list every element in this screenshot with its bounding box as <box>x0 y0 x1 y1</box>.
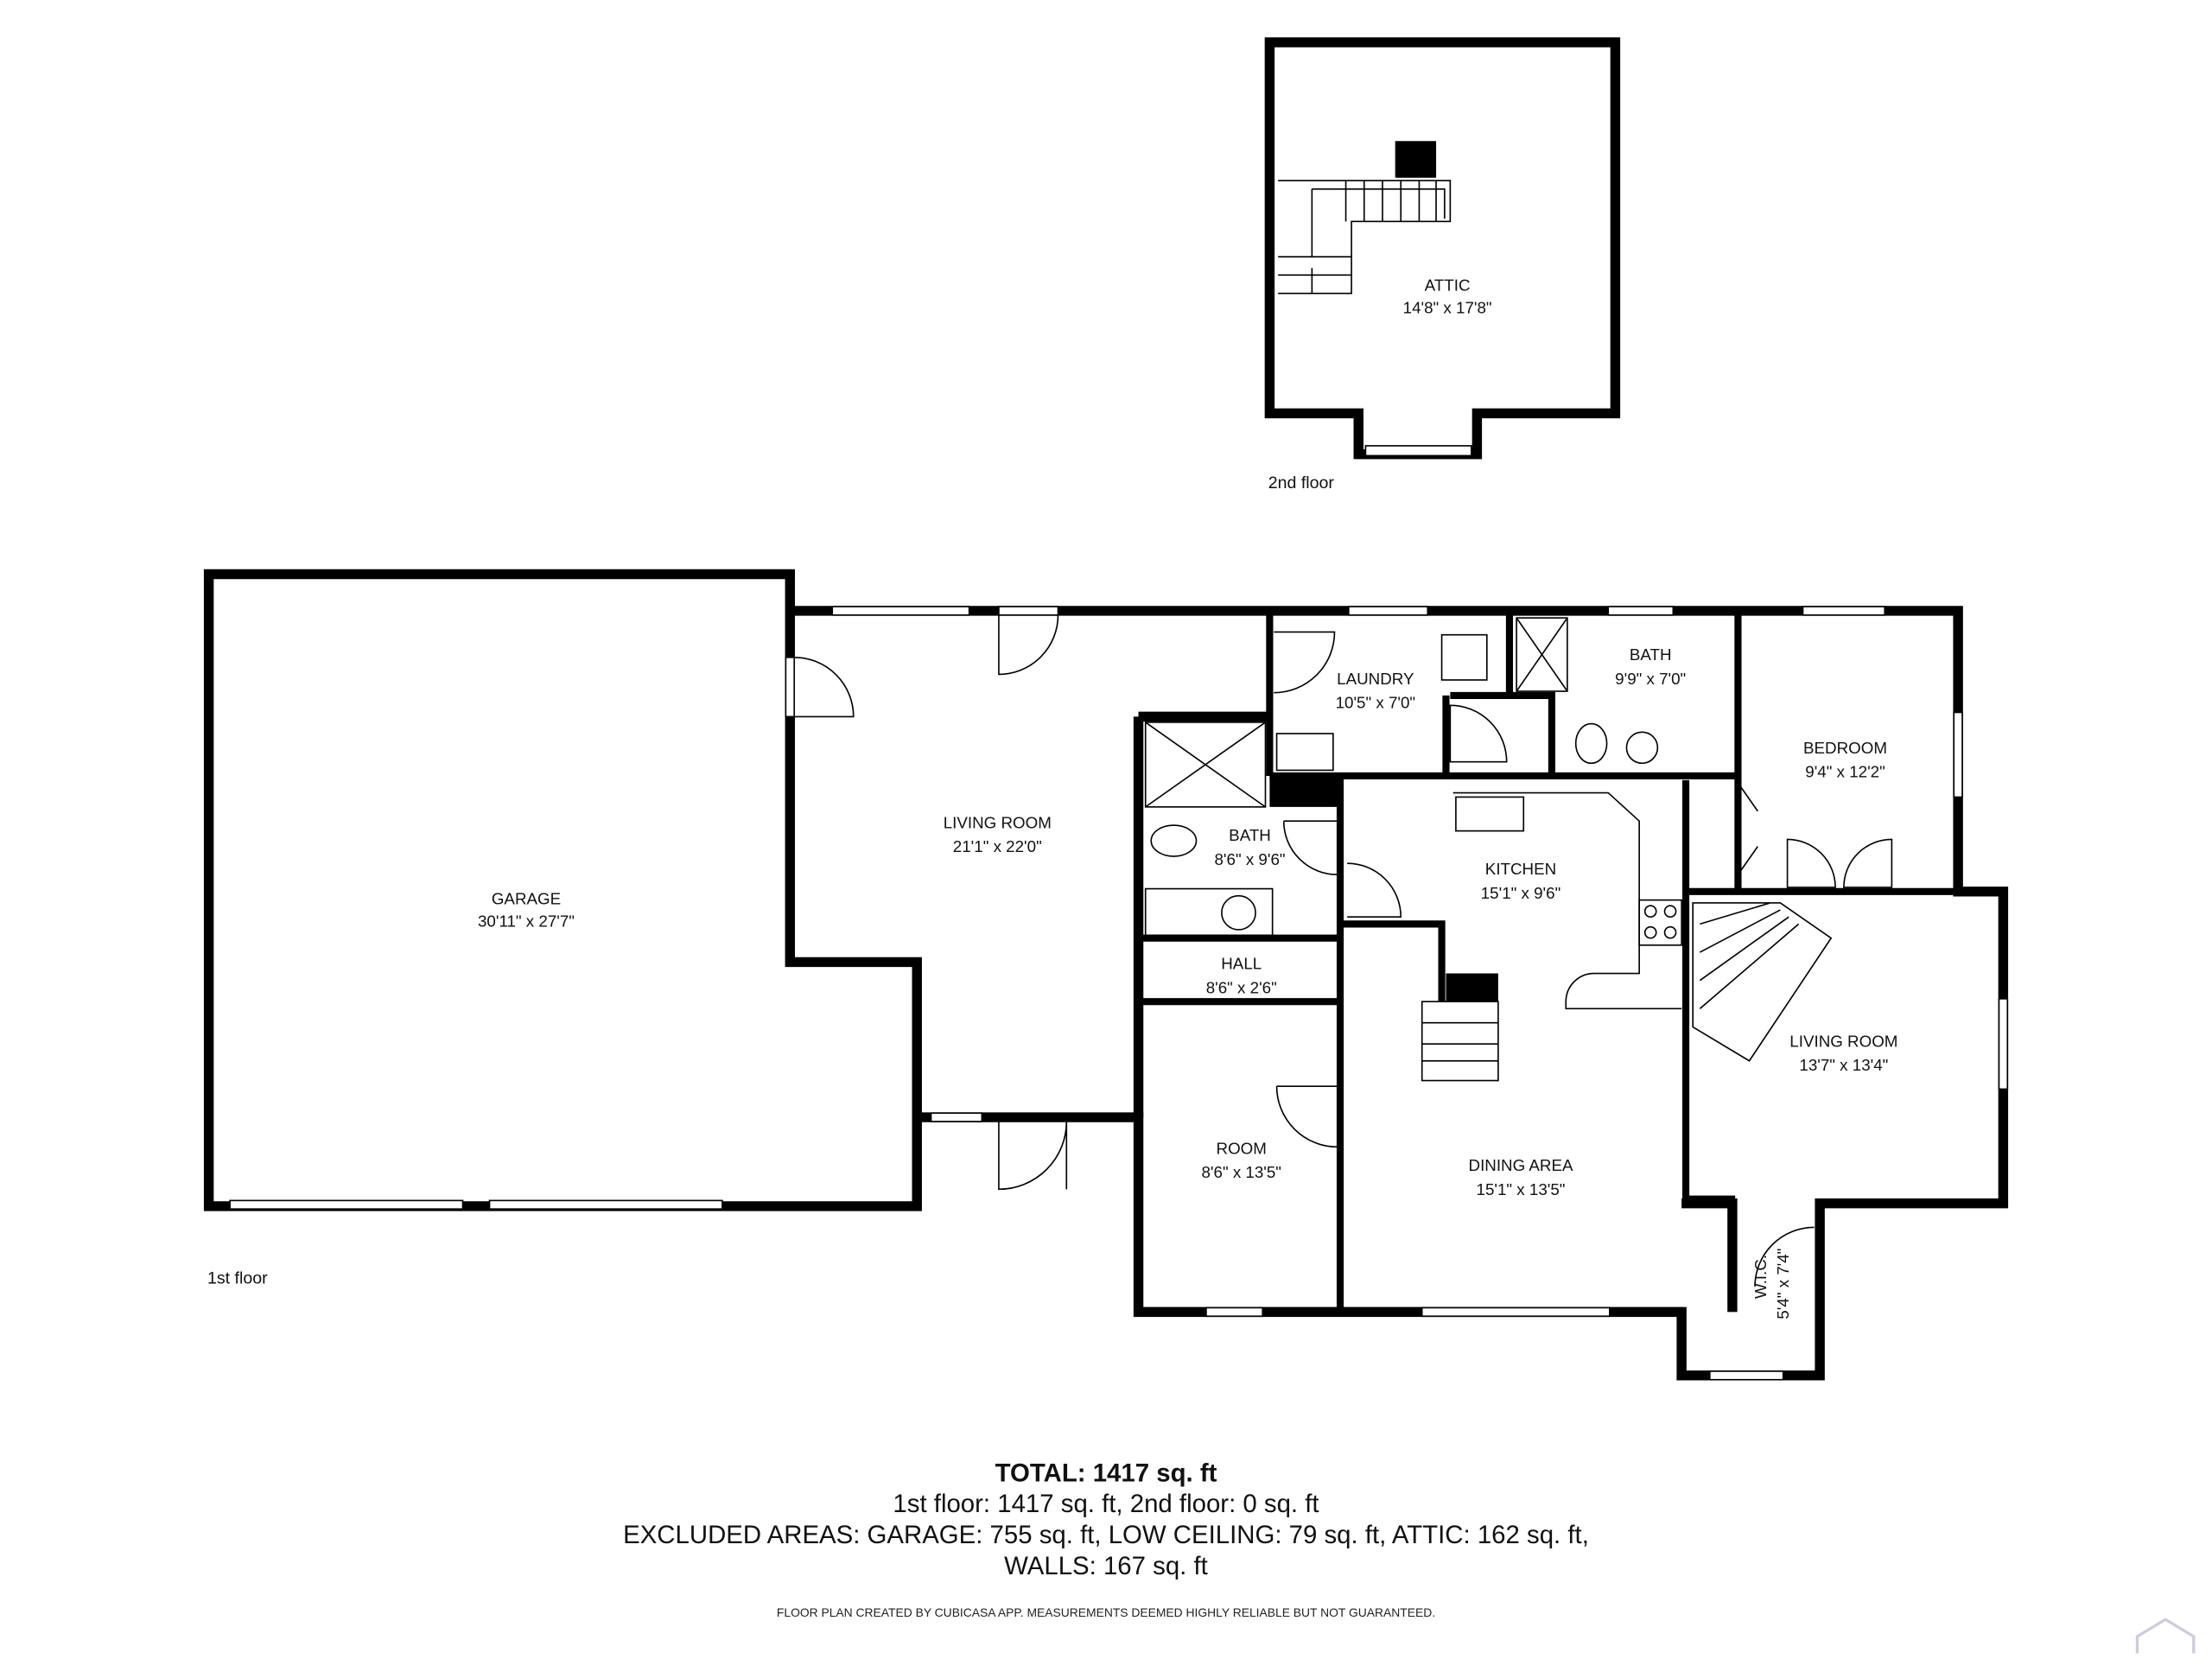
attic-stairs <box>1278 180 1452 295</box>
fixtures <box>1144 617 1833 1082</box>
room-name-attic: ATTIC <box>1425 276 1471 294</box>
room-size: 9'4" x 12'2" <box>1805 763 1885 781</box>
room-name: LAUNDRY <box>1337 670 1414 688</box>
room-size: 30'11" x 27'7" <box>478 912 575 931</box>
room-size: 8'6" x 13'5" <box>1201 1163 1281 1181</box>
room-name: ROOM <box>1217 1140 1267 1158</box>
room-size: 15'1" x 9'6" <box>1481 884 1560 902</box>
room-size: 13'7" x 13'4" <box>1799 1056 1888 1074</box>
garage-door <box>488 1199 723 1210</box>
first-floor-plan: GARAGE 30'11" x 27'7" LIVING ROOM 21'1" … <box>203 569 2009 1381</box>
room-name: KITCHEN <box>1485 860 1556 878</box>
garage-walls <box>203 569 922 1211</box>
room-size: 9'9" x 7'0" <box>1615 670 1686 688</box>
floor-label-1st: 1st floor <box>207 1269 268 1288</box>
garage-door <box>229 1199 464 1210</box>
room-size: 5'4" x 7'4" <box>1774 1249 1792 1319</box>
room-size: 10'5" x 7'0" <box>1336 694 1415 712</box>
room-name: BATH <box>1630 645 1672 664</box>
room-name: LIVING ROOM <box>1789 1032 1897 1050</box>
window <box>1364 445 1472 457</box>
disclaimer: FLOOR PLAN CREATED BY CUBICASA APP. MEAS… <box>777 1605 1435 1619</box>
room-name: HALL <box>1221 955 1262 973</box>
room-name: GARAGE <box>492 890 561 908</box>
excluded-areas: EXCLUDED AREAS: GARAGE: 755 sq. ft, LOW … <box>623 1521 1589 1549</box>
room-name: BEDROOM <box>1803 739 1887 757</box>
room-size: 21'1" x 22'0" <box>953 837 1042 855</box>
chimney <box>1395 141 1437 178</box>
room-name: BATH <box>1229 826 1271 844</box>
windows <box>785 606 2009 1381</box>
room-size: 15'1" x 13'5" <box>1477 1180 1566 1198</box>
floors-area: 1st floor: 1417 sq. ft, 2nd floor: 0 sq.… <box>893 1490 1319 1518</box>
total-area: TOTAL: 1417 sq. ft <box>995 1459 1217 1487</box>
walls-area: WALLS: 167 sq. ft <box>1004 1552 1208 1580</box>
area-summary: TOTAL: 1417 sq. ft 1st floor: 1417 sq. f… <box>623 1459 1589 1619</box>
room-name: DINING AREA <box>1469 1156 1573 1174</box>
room-size: 8'6" x 2'6" <box>1206 978 1277 996</box>
second-floor-plan: ATTIC 14'8" x 17'8" 2nd floor <box>1264 37 1621 493</box>
room-name: W.I.C. <box>1751 1255 1770 1299</box>
logo-icon <box>2135 1618 2196 1654</box>
room-size-attic: 14'8" x 17'8" <box>1403 298 1492 316</box>
doors <box>794 614 1893 1287</box>
floor-label-2nd: 2nd floor <box>1268 474 1335 493</box>
room-size: 8'6" x 9'6" <box>1215 850 1286 868</box>
room-name: LIVING ROOM <box>944 813 1052 831</box>
